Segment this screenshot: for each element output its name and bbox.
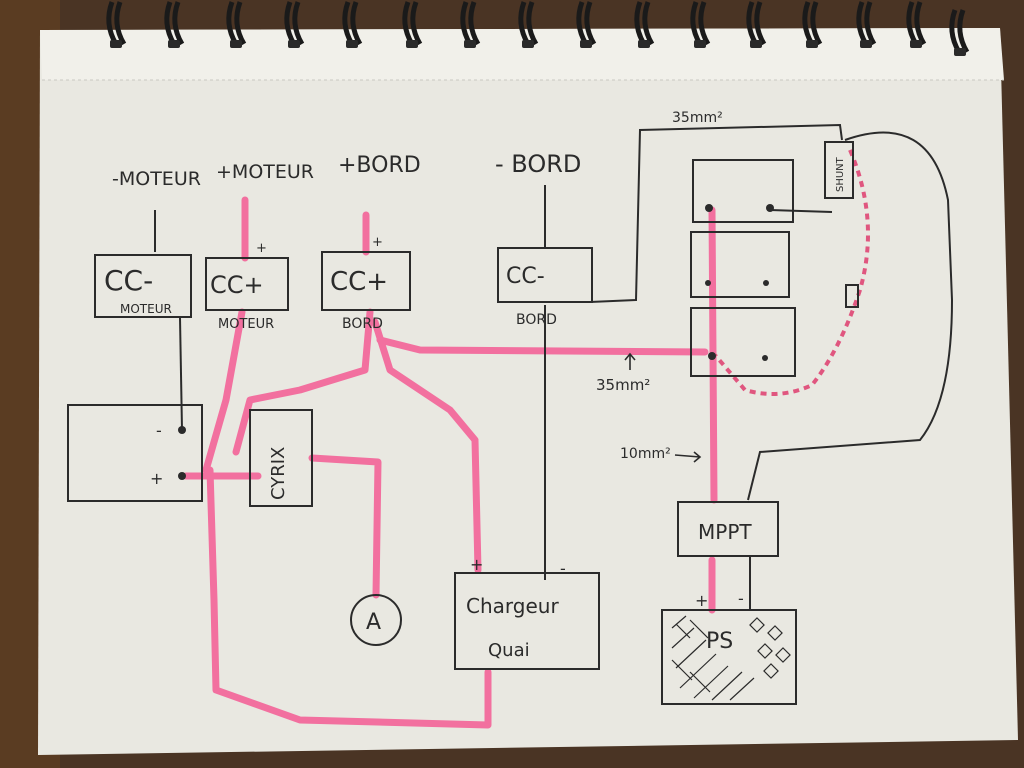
ammeter-label: A bbox=[366, 610, 381, 635]
moteur-plus-sign: + bbox=[256, 241, 267, 256]
box-cc-minus-bord bbox=[497, 247, 593, 303]
box-chargeur bbox=[454, 572, 600, 670]
wire-ccminus-moteur-to-battery bbox=[179, 317, 183, 431]
cc-plus-moteur-label: CC+ bbox=[210, 271, 264, 299]
label-section-mid: 35mm² bbox=[596, 376, 650, 394]
box-cc-minus-moteur bbox=[94, 254, 192, 318]
panel-label: PS bbox=[706, 629, 733, 654]
box-cc-plus-moteur bbox=[205, 257, 289, 311]
wire-bord-minus-to-shunt bbox=[589, 123, 843, 303]
wire-shunt-to-busbar bbox=[769, 209, 833, 213]
chargeur-minus-sign: - bbox=[560, 559, 566, 578]
cc-plus-bord-label: CC+ bbox=[330, 267, 388, 297]
cc-minus-moteur-sub: MOTEUR bbox=[120, 302, 172, 316]
chargeur-plus-sign: + bbox=[470, 555, 483, 574]
solar-panel-hatching bbox=[671, 615, 791, 701]
box-shunt bbox=[824, 141, 854, 199]
label-moteur-plus: +MOTEUR bbox=[216, 161, 314, 183]
wire-bord-to-busbar bbox=[376, 336, 709, 356]
wire-shunt-loop bbox=[747, 131, 954, 501]
negative-wires bbox=[154, 123, 954, 610]
box-battery-bank-2 bbox=[690, 231, 790, 298]
cc-minus-bord-sub: BORD bbox=[516, 312, 557, 328]
wire-bord-to-chargeur bbox=[371, 318, 482, 574]
label-section-low: 10mm² bbox=[620, 446, 671, 462]
cc-minus-bord-label: CC- bbox=[506, 264, 545, 289]
mppt-label: MPPT bbox=[698, 520, 752, 544]
box-battery bbox=[67, 404, 203, 502]
box-solar-panel bbox=[661, 609, 797, 705]
cyrix-label: CYRIX bbox=[268, 447, 289, 500]
label-moteur-minus: -MOTEUR bbox=[112, 168, 201, 190]
wire-bord-to-cyrix bbox=[232, 308, 374, 456]
cc-plus-bord-sub: BORD bbox=[342, 316, 383, 332]
shunt-label: SHUNT bbox=[835, 156, 846, 192]
section-arrows bbox=[624, 352, 702, 463]
label-bord-minus: - BORD bbox=[495, 150, 581, 178]
ammeter-circle bbox=[350, 594, 402, 646]
box-battery-bank-1 bbox=[692, 159, 794, 223]
spiral-holes bbox=[110, 40, 966, 56]
wire-cyrix-to-ammeter bbox=[308, 454, 382, 599]
cc-minus-moteur-label: CC- bbox=[104, 264, 153, 297]
battery-plus-sign: + bbox=[150, 469, 163, 488]
terminal-dots bbox=[178, 204, 774, 480]
bord-plus-sign: + bbox=[372, 235, 383, 250]
label-section-top: 35mm² bbox=[672, 110, 723, 126]
box-cc-plus-bord bbox=[321, 251, 411, 311]
panel-plus-sign: + bbox=[695, 591, 708, 610]
chargeur-label-1: Chargeur bbox=[466, 594, 559, 618]
wire-ccplus-moteur-to-battery bbox=[202, 308, 246, 474]
box-cyrix bbox=[249, 409, 313, 507]
label-bord-plus: +BORD bbox=[338, 153, 421, 178]
box-mppt bbox=[677, 501, 779, 557]
box-battery-bank-3 bbox=[690, 307, 796, 377]
battery-minus-sign: - bbox=[156, 421, 162, 440]
cc-plus-moteur-sub: MOTEUR bbox=[218, 317, 274, 332]
wire-battery-loop bbox=[206, 466, 492, 729]
panel-minus-sign: - bbox=[738, 589, 744, 608]
fuse-symbol bbox=[845, 284, 859, 308]
chargeur-label-2: Quai bbox=[488, 640, 530, 661]
